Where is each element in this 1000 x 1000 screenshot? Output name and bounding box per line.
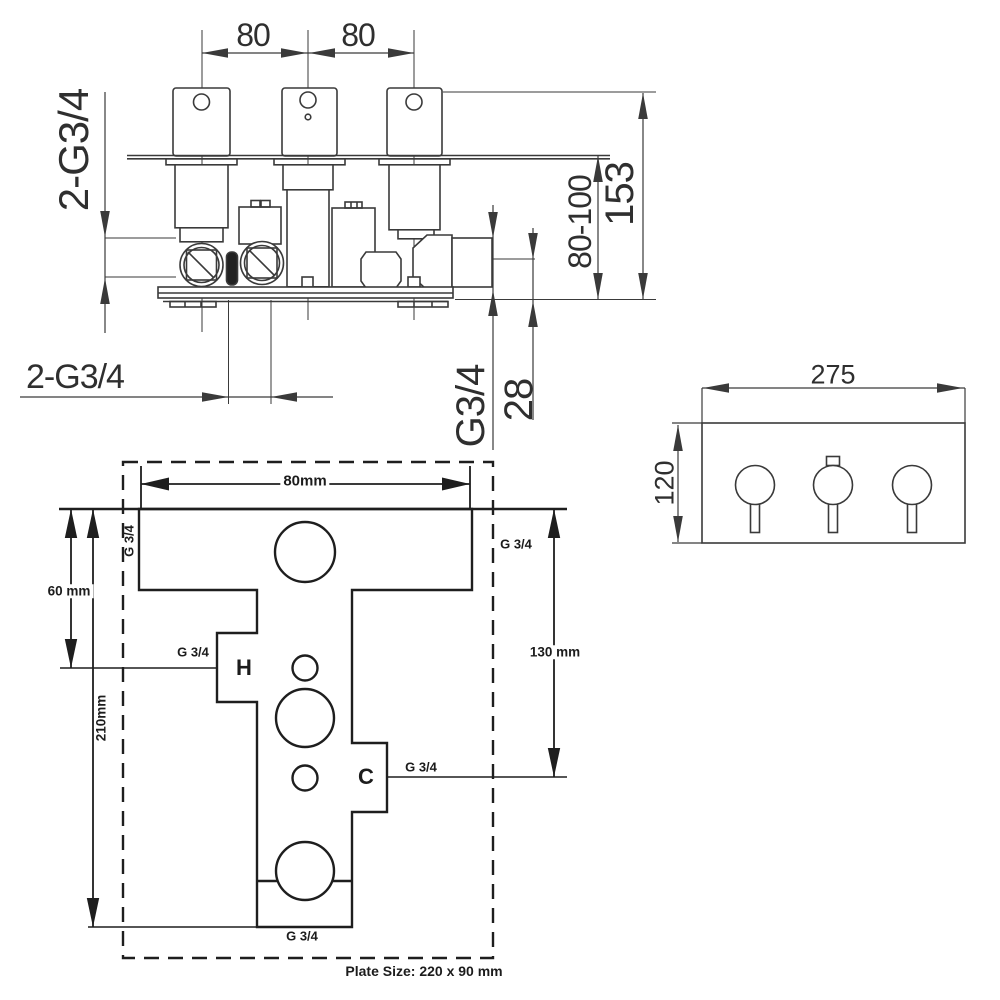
dim-plate-width: 275 [810, 359, 856, 390]
plate-size-note: Plate Size: 220 x 90 mm [345, 963, 503, 979]
dim-outlet-offset: 28 [497, 378, 541, 422]
cold-marker: C [358, 764, 374, 789]
hot-marker: H [236, 655, 252, 680]
port-cold-label: G 3/4 [405, 759, 437, 775]
bottom-outlets-port-label: 2-G3/4 [26, 358, 125, 396]
dim-template-handle-spacing: 80mm [280, 473, 330, 489]
dim-depth-range: 80-100 [562, 175, 598, 269]
dim-total-depth: 153 [598, 162, 642, 226]
side-inlets-port-label: 2-G3/4 [50, 88, 97, 212]
trim-plate-drawing [672, 383, 966, 544]
port-top-right-label: G 3/4 [500, 536, 532, 552]
dim-cold-drop: 130 mm [526, 645, 584, 659]
valve-front-view-drawing [20, 30, 656, 450]
dim-overall-drop: 210mm [93, 691, 108, 745]
outlet-port-label: G3/4 [449, 364, 493, 448]
dim-plate-height: 120 [649, 460, 680, 506]
port-bottom-label: G 3/4 [286, 928, 318, 944]
port-hot-label: G 3/4 [177, 644, 209, 660]
port-top-left-label: G 3/4 [121, 525, 137, 557]
dim-handle-spacing-left: 80 [236, 17, 271, 53]
dim-handle-spacing-right: 80 [341, 17, 376, 53]
dim-hot-drop: 60 mm [44, 584, 94, 598]
